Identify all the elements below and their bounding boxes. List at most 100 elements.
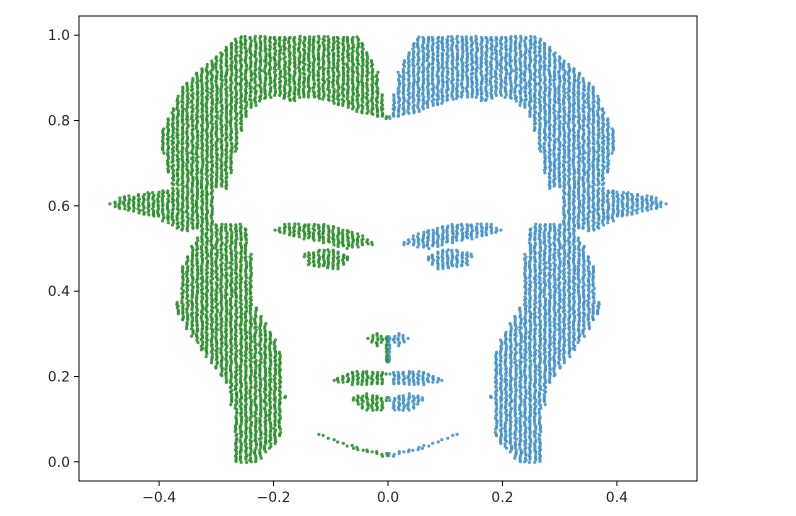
scatter-point <box>548 179 552 183</box>
scatter-point <box>350 370 354 374</box>
scatter-point <box>484 97 488 101</box>
scatter-point <box>543 334 547 339</box>
scatter-point <box>297 222 301 226</box>
scatter-point <box>327 51 331 56</box>
scatter-point <box>312 259 316 263</box>
scatter-point <box>451 71 455 75</box>
scatter-point <box>401 336 405 340</box>
scatter-point <box>455 34 459 39</box>
scatter-point <box>311 251 316 255</box>
scatter-point <box>238 454 242 458</box>
scatter-point <box>326 224 330 228</box>
scatter-point <box>303 35 307 39</box>
scatter-point <box>392 93 396 97</box>
scatter-point <box>297 65 301 69</box>
scatter-point <box>407 51 411 55</box>
scatter-point <box>407 394 411 399</box>
scatter-point <box>494 226 498 230</box>
scatter-point <box>528 402 532 406</box>
scatter-point <box>259 440 263 444</box>
scatter-point <box>474 95 478 99</box>
scatter-point <box>375 394 379 398</box>
scatter-point <box>360 41 364 46</box>
scatter-point <box>244 255 248 259</box>
scatter-point <box>327 229 331 233</box>
scatter-point <box>244 359 248 363</box>
scatter-point <box>532 103 537 107</box>
scatter-point <box>450 222 454 227</box>
scatter-point <box>365 448 369 452</box>
scatter-point <box>379 334 383 338</box>
scatter-point <box>495 406 499 410</box>
scatter-point <box>387 115 391 119</box>
scatter-point <box>417 49 421 53</box>
scatter-point <box>346 372 350 376</box>
scatter-point <box>500 426 504 431</box>
scatter-point <box>360 73 364 77</box>
scatter-point <box>342 71 346 75</box>
scatter-point <box>446 35 450 39</box>
scatter-point <box>355 35 359 39</box>
scatter-point <box>533 109 537 113</box>
scatter-point <box>533 327 538 331</box>
scatter-point <box>263 43 267 48</box>
scatter-point <box>336 255 341 259</box>
scatter-point <box>268 51 272 56</box>
scatter-point <box>523 252 527 256</box>
scatter-point <box>513 347 517 351</box>
scatter-point <box>461 231 465 235</box>
scatter-point <box>440 378 444 382</box>
scatter-point <box>455 248 459 252</box>
scatter-point <box>365 95 369 99</box>
scatter-point <box>326 233 331 237</box>
scatter-point <box>412 402 416 406</box>
scatter-point <box>450 253 454 257</box>
scatter-point <box>396 77 401 81</box>
scatter-point <box>239 363 243 367</box>
scatter-point <box>297 235 301 239</box>
scatter-point <box>316 253 320 257</box>
scatter-point <box>263 343 267 347</box>
scatter-point <box>426 105 430 109</box>
scatter-point <box>504 51 508 56</box>
scatter-point <box>529 231 533 235</box>
scatter-point <box>253 49 257 54</box>
scatter-point <box>417 35 421 39</box>
scatter-point <box>258 65 262 70</box>
scatter-point <box>352 396 356 400</box>
scatter-point <box>224 327 228 331</box>
scatter-point <box>532 249 536 253</box>
scatter-point <box>455 51 460 56</box>
scatter-point <box>456 223 460 227</box>
scatter-point <box>369 377 374 381</box>
scatter-point <box>350 233 354 237</box>
scatter-point <box>537 410 541 414</box>
scatter-point <box>239 103 244 107</box>
scatter-point <box>513 314 517 319</box>
scatter-point <box>345 444 349 448</box>
scatter-point <box>379 396 383 400</box>
scatter-point <box>450 241 454 245</box>
scatter-point <box>346 377 351 381</box>
scatter-point <box>406 107 410 111</box>
scatter-point <box>465 51 469 56</box>
scatter-point <box>436 376 440 380</box>
scatter-point <box>350 77 354 81</box>
scatter-point <box>360 89 365 93</box>
scatter-point <box>293 85 297 89</box>
scatter-point <box>421 35 425 40</box>
scatter-point <box>351 35 355 40</box>
scatter-point <box>436 53 440 58</box>
scatter-point <box>384 346 388 350</box>
scatter-point <box>234 414 238 419</box>
scatter-point <box>235 432 239 436</box>
scatter-point <box>346 242 350 247</box>
scatter-point <box>431 441 435 445</box>
scatter-point <box>342 81 346 85</box>
scatter-point <box>365 91 369 95</box>
scatter-point <box>336 236 340 241</box>
scatter-point <box>548 223 552 227</box>
scatter-point <box>238 222 242 226</box>
scatter-point <box>376 70 380 74</box>
scatter-point <box>351 380 355 384</box>
